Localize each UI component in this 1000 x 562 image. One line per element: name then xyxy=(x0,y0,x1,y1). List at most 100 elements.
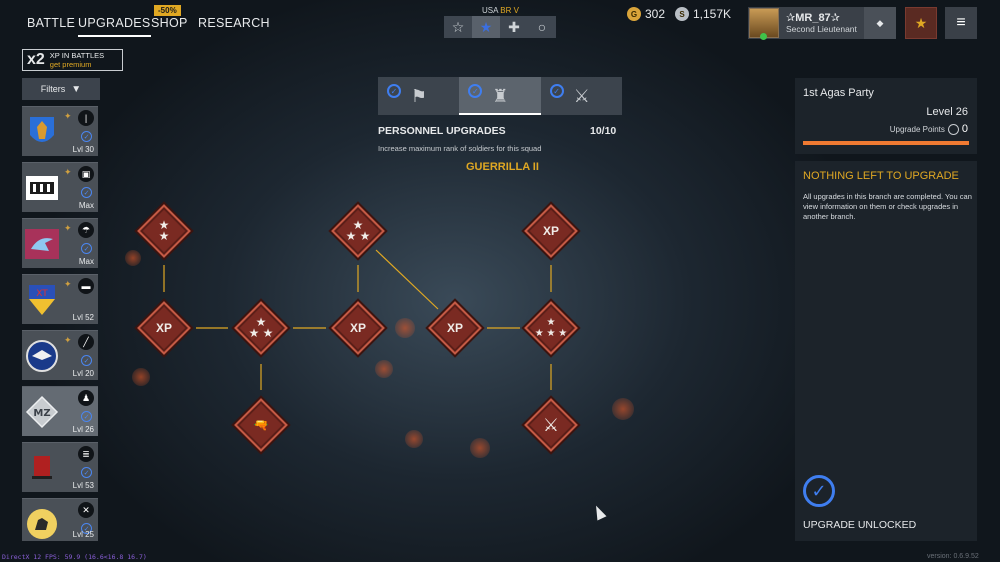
squad-card[interactable]: ✦ ☂ ✓ Max xyxy=(22,218,98,268)
check-icon: ✓ xyxy=(81,187,92,198)
squad-level: Max xyxy=(78,257,94,266)
squad-name: GUERRILLA II xyxy=(466,161,539,173)
tab-shop[interactable]: SHOP xyxy=(151,16,188,30)
squad-card[interactable]: ✦ | ✓ Lvl 30 xyxy=(22,106,98,156)
medal-icon: ✦ xyxy=(64,167,72,177)
tab-upgrades[interactable]: UPGRADES xyxy=(78,16,151,37)
node-label: XP xyxy=(446,320,463,335)
upgrade-node-weapon[interactable]: 🔫 xyxy=(234,398,288,452)
silver-coin-icon: S xyxy=(675,7,689,21)
filters-label: Filters xyxy=(40,84,66,94)
upgrade-node-rank[interactable]: ★ ★ xyxy=(137,204,191,258)
squad-card-selected[interactable]: MZ ♟ ✓ Lvl 26 xyxy=(22,386,98,436)
squad-info-level: Level 26 xyxy=(926,106,968,118)
profile-card[interactable]: ✰MR_87✰ Second Lieutenant ◆ xyxy=(748,7,896,40)
branch-tabs: ✓ ⚑ ✓ ♜ ✓ ⚔ xyxy=(378,77,622,115)
tab-battle[interactable]: BATTLE xyxy=(27,16,76,30)
level-progress-bar xyxy=(803,141,969,145)
upgrade-node-xp[interactable]: XP xyxy=(524,204,578,258)
gold-coin-icon: G xyxy=(627,7,641,21)
weapon-icon: ⚔ xyxy=(573,85,590,106)
promo-line2: get premium xyxy=(49,60,92,69)
squad-level: Lvl 25 xyxy=(72,530,94,539)
star-outline-icon[interactable]: ☆ xyxy=(444,16,472,38)
upgrade-node-weapon[interactable]: ⚔ xyxy=(524,398,578,452)
check-icon: ✓ xyxy=(81,355,92,366)
xp-multiplier: x2 xyxy=(27,51,45,68)
svg-text:XT: XT xyxy=(36,289,48,299)
cross-icon[interactable]: ✚ xyxy=(500,16,528,38)
branch-title: PERSONNEL UPGRADES xyxy=(378,125,506,137)
pistol-icon: 🔫 xyxy=(253,417,269,432)
check-circle-icon: ✓ xyxy=(803,475,835,507)
menu-icon[interactable]: ≡ xyxy=(945,7,977,39)
squad-info-name: 1st Agas Party xyxy=(803,87,874,99)
squad-card[interactable]: ≣ ✓ Lvl 53 xyxy=(22,442,98,492)
squad-level: Lvl 30 xyxy=(72,145,94,154)
upgrade-points-value: 0 xyxy=(961,123,968,135)
circle-icon[interactable]: ○ xyxy=(528,16,556,38)
player-rank: Second Lieutenant xyxy=(786,24,857,34)
battle-rating-label: USA BR V xyxy=(482,6,519,15)
shop-discount-badge: -50% xyxy=(154,5,181,16)
node-label: XP xyxy=(349,320,366,335)
check-icon: ✓ xyxy=(549,84,564,98)
check-icon: ✓ xyxy=(387,84,401,98)
squad-card[interactable]: ✕ ✓ Lvl 25 xyxy=(22,498,98,541)
tank-icon: ▬ xyxy=(78,278,94,294)
star-filled-icon[interactable]: ★ xyxy=(472,16,500,38)
upgrade-node-rank[interactable]: ★ ★ ★ xyxy=(234,301,288,355)
dog-badge-icon xyxy=(25,505,59,541)
army-selector: ☆ ★ ✚ ○ xyxy=(444,16,556,38)
upgrade-status: UPGRADE UNLOCKED xyxy=(803,519,917,531)
upgrade-node-xp[interactable]: XP xyxy=(331,301,385,355)
branch-description: Increase maximum rank of soldiers for th… xyxy=(378,144,542,153)
tab-research[interactable]: RESEARCH xyxy=(198,16,270,30)
country-label: USA xyxy=(482,6,499,15)
list-icon: ≣ xyxy=(78,446,94,462)
rank-badge-icon[interactable]: ★ xyxy=(905,7,937,39)
rifle-icon: | xyxy=(78,110,94,126)
upgrade-info-panel: NOTHING LEFT TO UPGRADE All upgrades in … xyxy=(795,161,977,541)
eagle-badge-icon xyxy=(25,337,59,375)
castle-badge-icon xyxy=(25,169,59,207)
guerrilla-icon: ♟ xyxy=(78,390,94,406)
upgrade-point-icon xyxy=(947,123,959,135)
check-icon: ✓ xyxy=(81,523,92,534)
pegasus-badge-icon xyxy=(25,225,59,263)
premium-promo[interactable]: x2 XP IN BATTLES get premium xyxy=(22,49,123,71)
check-icon: ✓ xyxy=(81,243,92,254)
diamond-icon[interactable]: ◆ xyxy=(864,7,896,39)
gold-amount: 302 xyxy=(645,7,666,21)
upgrade-node-xp[interactable]: XP xyxy=(137,301,191,355)
svg-text:MZ: MZ xyxy=(33,408,50,419)
medal-icon: ✦ xyxy=(64,111,72,121)
filters-button[interactable]: Filters ▼ xyxy=(22,78,100,100)
squad-card[interactable]: ✦ ▣ ✓ Max xyxy=(22,162,98,212)
squad-level: Lvl 20 xyxy=(72,369,94,378)
upgrade-node-rank[interactable]: ★ ★ ★ xyxy=(331,204,385,258)
soldiers-group-icon: ⚑ xyxy=(410,85,428,106)
upgrade-node-rank[interactable]: ★ ★ ★ ★ xyxy=(524,301,578,355)
gold-currency[interactable]: G 302 xyxy=(627,7,665,21)
squad-level: Max xyxy=(78,201,94,210)
squad-card[interactable]: XT ✦ ▬ Lvl 52 xyxy=(22,274,98,324)
upgrade-node-xp[interactable]: XP xyxy=(428,301,482,355)
upgrade-points-label: Upgrade Points xyxy=(889,124,945,134)
tab-squad-size[interactable]: ✓ ⚑ xyxy=(378,77,460,115)
medal-icon: ✦ xyxy=(64,335,72,345)
squad-card[interactable]: ✦ ╱ ✓ Lvl 20 xyxy=(22,330,98,380)
silver-currency[interactable]: S 1,157K xyxy=(675,7,731,21)
branch-progress-count: 10/10 xyxy=(590,125,617,137)
soldier-rank-icon: ♜ xyxy=(492,85,509,106)
node-label: XP xyxy=(155,320,172,335)
medal-icon: ✦ xyxy=(64,223,72,233)
check-icon: ✓ xyxy=(81,411,92,422)
fps-counter: DirectX 12 FPS: 59.9 (16.6<16.8 16.7) xyxy=(2,553,147,561)
tab-equipment[interactable]: ✓ ⚔ xyxy=(540,77,622,115)
node-label: ★ ★ xyxy=(158,218,170,243)
parachute-icon: ☂ xyxy=(78,222,94,238)
tab-personnel[interactable]: ✓ ♜ xyxy=(459,77,541,115)
monument-badge-icon xyxy=(25,449,59,487)
mz-badge-icon: MZ xyxy=(25,393,59,431)
